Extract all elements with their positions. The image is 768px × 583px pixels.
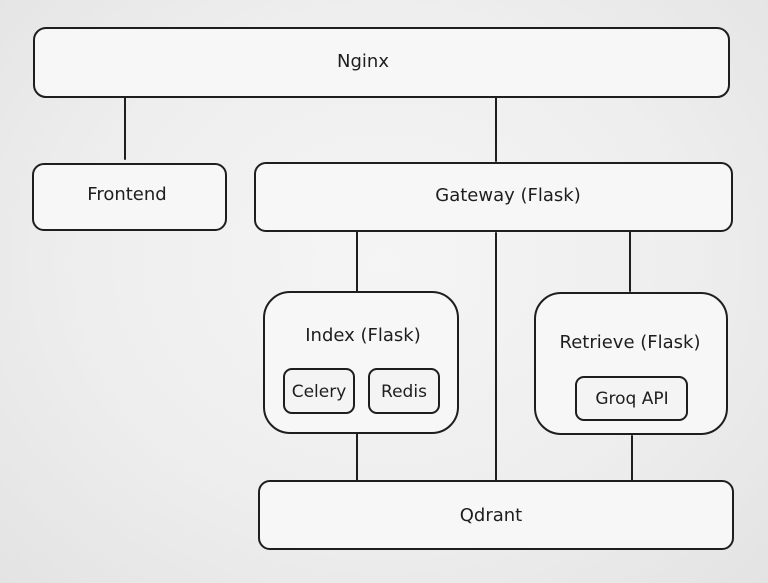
gateway-node[interactable]: Gateway (Flask) bbox=[254, 162, 733, 232]
connectors bbox=[124, 96, 633, 482]
index-node[interactable]: Index (Flask) Celery Redis bbox=[263, 291, 459, 434]
celery-node[interactable]: Celery bbox=[283, 368, 355, 414]
redis-box bbox=[368, 368, 440, 414]
qdrant-box bbox=[258, 480, 734, 550]
nginx-label: Nginx bbox=[337, 51, 389, 72]
frontend-label: Frontend bbox=[87, 184, 166, 205]
frontend-node[interactable]: Frontend bbox=[32, 163, 227, 231]
retrieve-node[interactable]: Retrieve (Flask) Groq API bbox=[534, 292, 728, 435]
gateway-box bbox=[254, 162, 733, 232]
celery-label: Celery bbox=[292, 382, 347, 402]
nginx-box bbox=[33, 27, 730, 98]
redis-label: Redis bbox=[381, 382, 427, 402]
redis-node[interactable]: Redis bbox=[368, 368, 440, 414]
qdrant-label: Qdrant bbox=[460, 505, 523, 526]
groq-api-box bbox=[575, 376, 688, 421]
groq-api-label: Groq API bbox=[595, 389, 668, 409]
gateway-label: Gateway (Flask) bbox=[435, 185, 580, 206]
celery-box bbox=[283, 368, 355, 414]
groq-api-node[interactable]: Groq API bbox=[575, 376, 688, 421]
qdrant-node[interactable]: Qdrant bbox=[258, 480, 734, 550]
index-label: Index (Flask) bbox=[305, 325, 421, 346]
nginx-node[interactable]: Nginx bbox=[33, 27, 730, 98]
frontend-box bbox=[32, 163, 227, 231]
retrieve-label: Retrieve (Flask) bbox=[560, 332, 701, 353]
